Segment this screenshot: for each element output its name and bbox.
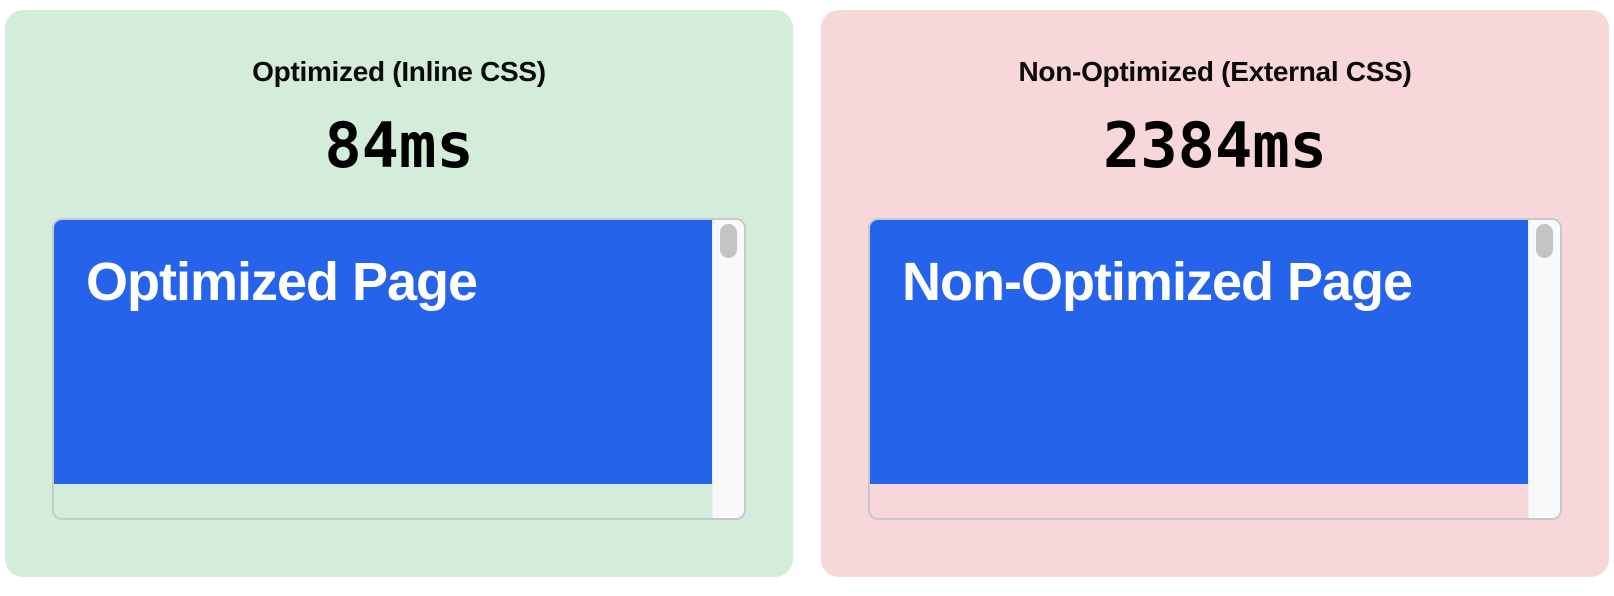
panel-title-non-optimized: Non-Optimized (External CSS) [1018, 56, 1412, 87]
preview-page-non-optimized: Non-Optimized Page [870, 220, 1529, 484]
scrollbar-thumb[interactable] [720, 224, 737, 258]
load-time-non-optimized: 2384ms [1103, 109, 1327, 182]
preview-page-optimized: Optimized Page [54, 220, 713, 484]
preview-frame-non-optimized: Non-Optimized Page [868, 218, 1562, 520]
panel-optimized: Optimized (Inline CSS) 84ms Optimized Pa… [5, 10, 793, 577]
preview-page-heading-optimized: Optimized Page [86, 252, 478, 312]
scrollbar-thumb[interactable] [1536, 224, 1553, 258]
panel-non-optimized: Non-Optimized (External CSS) 2384ms Non-… [821, 10, 1609, 577]
preview-page-heading-non-optimized: Non-Optimized Page [902, 252, 1413, 312]
scrollbar-track[interactable] [1528, 220, 1560, 518]
scrollbar-track[interactable] [712, 220, 744, 518]
preview-frame-optimized: Optimized Page [52, 218, 746, 520]
load-time-optimized: 84ms [324, 109, 474, 182]
panel-title-optimized: Optimized (Inline CSS) [252, 56, 546, 87]
